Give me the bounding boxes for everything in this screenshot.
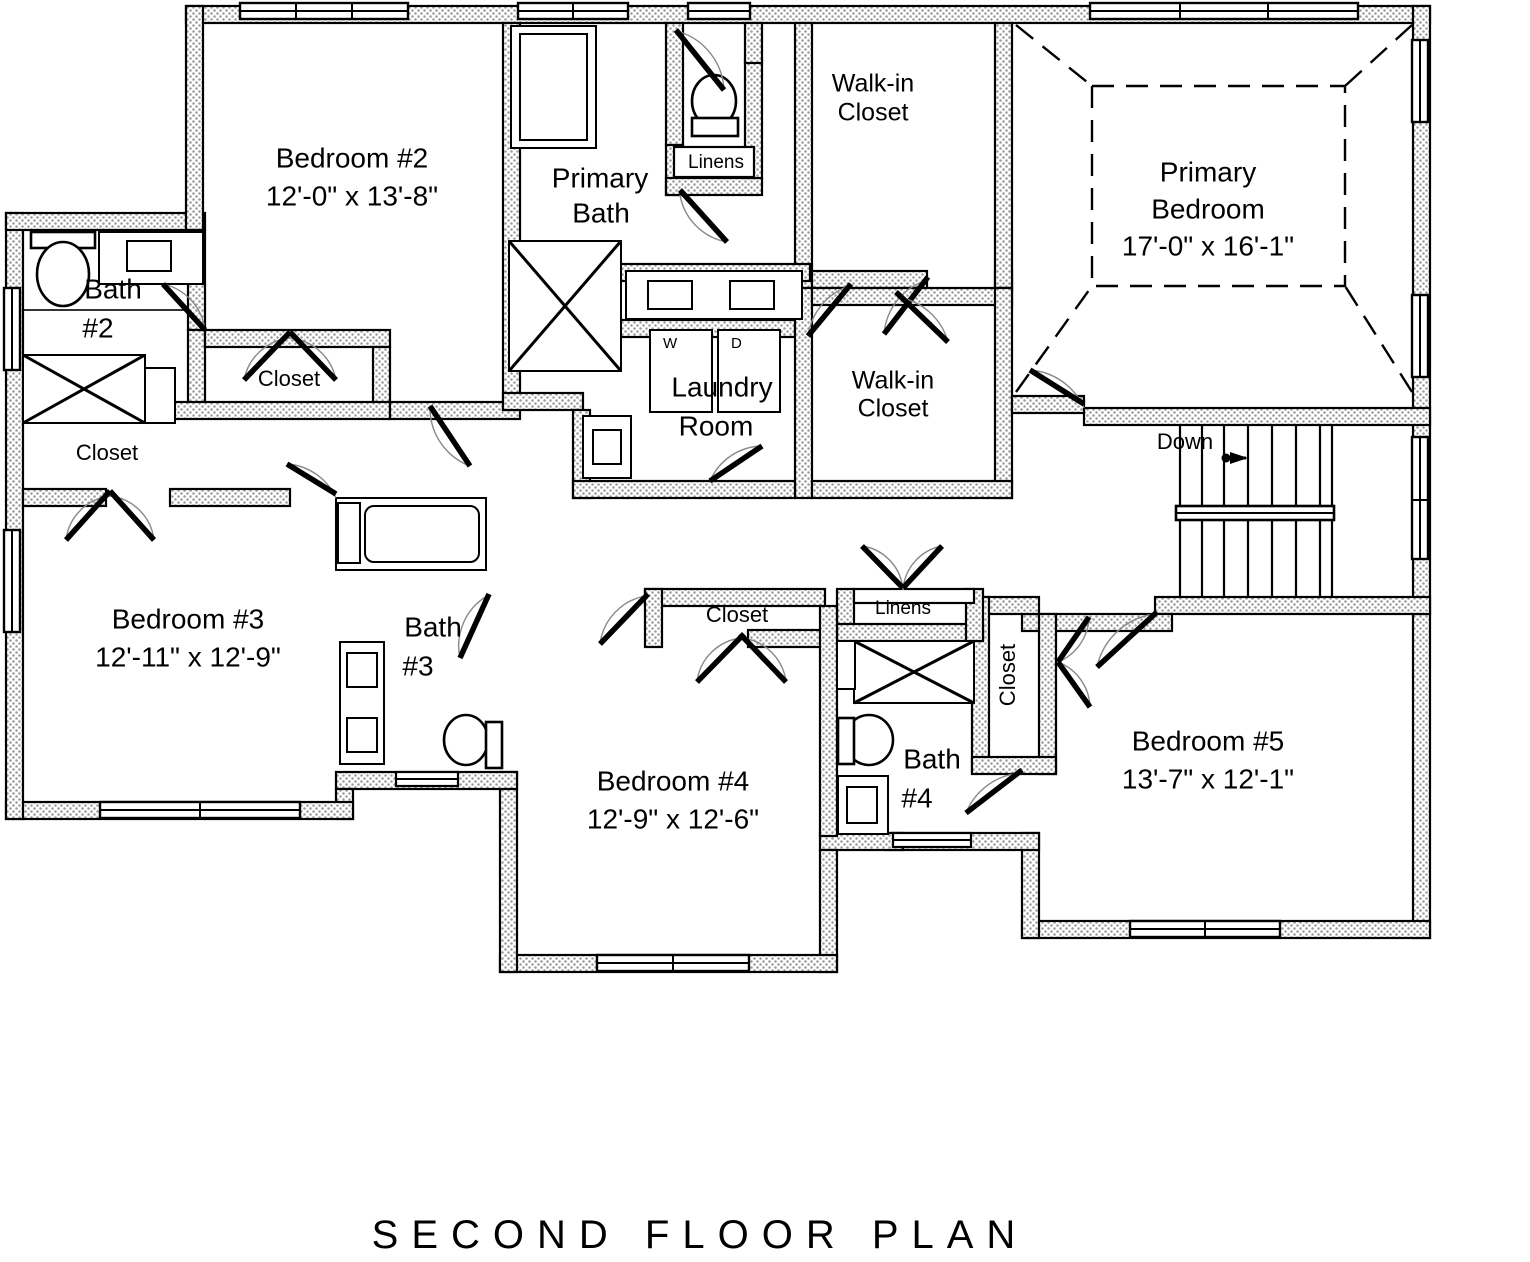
tray-ceiling-primary-bedroom xyxy=(1015,24,1414,393)
door-primary-bedroom xyxy=(1028,367,1086,409)
label-walkin-bottom-sub: Closet xyxy=(858,395,929,423)
window-bedroom2-top xyxy=(238,1,410,21)
label-primary-bedroom-dims: 17'-0" x 16'-1" xyxy=(1122,230,1294,261)
label-bath2-name: Bath xyxy=(84,273,142,304)
door-bath4 xyxy=(964,767,1024,816)
door-hall-to-closet xyxy=(805,282,854,338)
label-dryer: D xyxy=(731,335,742,352)
toilet-bath3 xyxy=(442,713,504,770)
label-closet-bath2-lower: Closet xyxy=(76,440,138,465)
door-bath3 xyxy=(457,592,492,660)
label-walkin-top-name: Walk-in xyxy=(832,70,914,98)
down-arrow-icon xyxy=(1221,452,1248,464)
door-bedroom4-hall xyxy=(598,592,650,646)
door-bedroom2 xyxy=(427,404,473,468)
window-bedroom5-bottom xyxy=(1128,919,1282,939)
door-closet-bed4-right xyxy=(738,632,788,684)
label-linens-mid: Linens xyxy=(875,598,931,619)
label-bedroom4-dims: 12'-9" x 12'-6" xyxy=(587,803,759,834)
label-walkin-top-sub: Closet xyxy=(838,99,909,127)
door-closet-upper-left xyxy=(242,330,292,382)
window-bath3-bottom xyxy=(394,770,460,788)
window-primary-bedroom-right-1 xyxy=(1410,38,1430,124)
shower-bath2 xyxy=(22,353,176,425)
door-linens-mid-right xyxy=(900,544,945,591)
shower-primary-bath xyxy=(507,240,623,372)
door-bath3-hall xyxy=(285,461,338,499)
door-closet-lower-left xyxy=(63,489,113,542)
label-bath2-sub: #2 xyxy=(82,312,113,343)
label-bath4-sub: #4 xyxy=(901,782,932,813)
label-primary-bedroom-sub: Bedroom xyxy=(1151,193,1265,224)
door-closet-bed4-left xyxy=(695,632,746,684)
label-bath3-name: Bath xyxy=(404,611,462,642)
label-primary-bath-sub: Bath xyxy=(572,197,630,228)
window-bedroom4-bottom xyxy=(595,953,751,973)
door-closet-bed5-lower xyxy=(1055,660,1093,709)
door-walkin-top xyxy=(881,275,931,336)
label-bedroom2-dims: 12'-0" x 13'-8" xyxy=(266,180,438,211)
label-bath4-name: Bath xyxy=(903,743,961,774)
door-closet-lower-right xyxy=(107,489,157,542)
toilet-bath2 xyxy=(29,230,97,308)
washer-dryer-laundry xyxy=(649,329,781,413)
doors xyxy=(63,28,1159,816)
toilet-bath4 xyxy=(836,713,895,767)
label-primary-bath-name: Primary xyxy=(552,162,648,193)
window-bath2-left xyxy=(2,286,22,372)
label-laundry-name: Laundry xyxy=(671,371,772,402)
label-bedroom3-name: Bedroom #3 xyxy=(112,603,265,634)
window-primary-bath-top xyxy=(516,1,630,21)
label-laundry-sub: Room xyxy=(679,410,754,441)
window-primary-bedroom-top xyxy=(1088,1,1360,21)
label-bedroom4-name: Bedroom #4 xyxy=(597,765,750,796)
door-bedroom5 xyxy=(1095,609,1159,670)
staircase xyxy=(1174,425,1336,598)
label-bedroom5-dims: 13'-7" x 12'-1" xyxy=(1122,763,1294,794)
tub-bath3 xyxy=(335,497,487,571)
tub-primary-bath xyxy=(510,25,597,149)
label-stairs-down: Down xyxy=(1157,429,1213,454)
windows xyxy=(2,1,1430,973)
vanity-bath3 xyxy=(339,641,385,765)
window-bath4-bottom xyxy=(891,831,973,849)
label-walkin-bottom-name: Walk-in xyxy=(852,367,934,395)
door-closet-upper-right xyxy=(288,330,338,382)
label-closet-bed5: Closet xyxy=(995,644,1020,706)
door-primary-bath xyxy=(673,28,727,92)
door-closet-bed5-upper xyxy=(1055,615,1092,664)
door-laundry xyxy=(708,443,764,484)
shower-bath4 xyxy=(836,639,975,705)
cabinet-primary-bath xyxy=(582,415,632,479)
door-linens-mid-left xyxy=(860,544,905,591)
window-hall-top xyxy=(686,1,752,21)
window-bedroom3-left xyxy=(2,528,22,634)
fixtures xyxy=(22,25,975,835)
label-bedroom2-name: Bedroom #2 xyxy=(276,142,429,173)
door-linens xyxy=(677,188,730,244)
label-linens-top: Linens xyxy=(688,152,744,173)
label-washer: W xyxy=(663,335,678,352)
label-closet-bed4: Closet xyxy=(706,602,768,627)
label-bath3-sub: #3 xyxy=(402,650,433,681)
toilet-primary-bath xyxy=(690,73,740,138)
vanity-bath2 xyxy=(98,231,204,285)
window-bedroom3-bottom xyxy=(98,800,302,820)
room-labels: Bedroom #2 12'-0" x 13'-8" Bath #2 Close… xyxy=(76,70,1294,835)
vanity-primary-bath xyxy=(625,270,803,320)
label-bedroom3-dims: 12'-11" x 12'-9" xyxy=(95,641,281,672)
door-walkin-bottom xyxy=(894,290,950,344)
page-title: SECOND FLOOR PLAN xyxy=(372,1213,1029,1257)
label-closet-bath2-upper: Closet xyxy=(258,366,320,391)
label-bedroom5-name: Bedroom #5 xyxy=(1132,725,1285,756)
label-primary-bedroom-name: Primary xyxy=(1160,156,1256,187)
window-primary-bedroom-right-2 xyxy=(1410,293,1430,379)
window-bedroom5-right xyxy=(1410,435,1430,561)
vanity-bath4 xyxy=(837,775,889,835)
door-bath2 xyxy=(160,282,208,332)
